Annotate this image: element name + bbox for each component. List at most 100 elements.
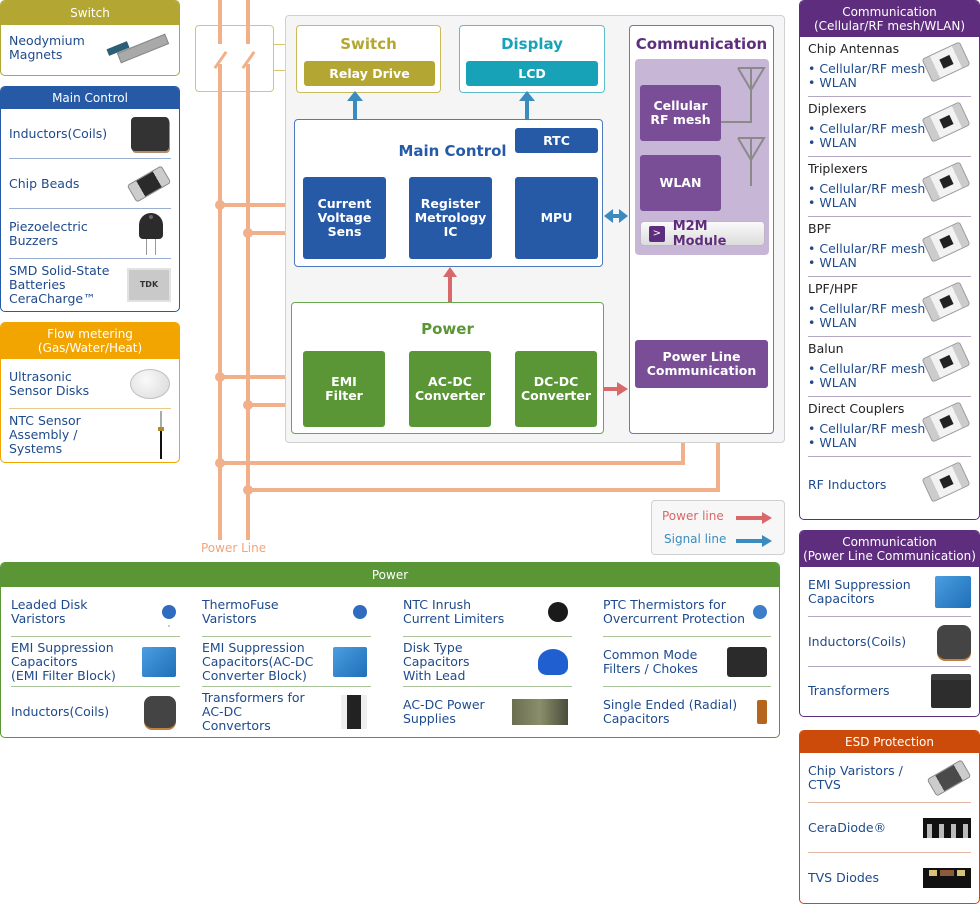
list-item-ultrasonic-sensor-disks[interactable]: Ultrasonic Sensor Disks (9, 359, 171, 409)
power-box-title: Power (421, 320, 474, 338)
power-line-communication-block[interactable]: Power Line Communication (635, 340, 768, 388)
list-item-neodymium-magnets[interactable]: Neodymium Magnets (9, 25, 171, 71)
list-item-power-product[interactable]: AC-DC Power Supplies (403, 687, 572, 737)
comm-rf-panel-title: Communication (Cellular/RF mesh/WLAN) (800, 1, 979, 37)
item-sub-label[interactable]: Cellular/RF mesh (808, 182, 971, 196)
current-voltage-sens-block[interactable]: Current Voltage Sens (303, 177, 386, 259)
list-item-emi-capacitors[interactable]: EMI Suppression Capacitors (808, 567, 971, 617)
power-line-label: Power Line (201, 541, 267, 555)
item-label: Chip Varistors / CTVS (808, 762, 903, 792)
list-item-ntc-sensor-assembly[interactable]: NTC Sensor Assembly / Systems (9, 409, 171, 461)
rf-chip-marking (939, 474, 954, 489)
item-sub-label[interactable]: Cellular/RF mesh (808, 362, 971, 376)
list-item-tvs-diodes[interactable]: TVS Diodes (808, 853, 971, 903)
item-sub-label[interactable]: WLAN (808, 256, 971, 270)
item-label: Diplexers (808, 101, 867, 116)
item-label: Neodymium Magnets (9, 33, 85, 62)
list-item-power-product[interactable]: Common Mode Filters / Chokes (603, 637, 771, 687)
legend-power-line-label: Power line (662, 509, 724, 523)
comm-plc-panel-title: Communication (Power Line Communication) (800, 531, 979, 567)
buzzer-icon (131, 211, 171, 257)
comm-rf-list: Chip AntennasCellular/RF meshWLANDiplexe… (800, 37, 979, 517)
list-item-inductors[interactable]: Inductors(Coils) (9, 109, 171, 159)
item-label: EMI Suppression Capacitors(AC-DC Convert… (202, 639, 314, 683)
item-sub-label[interactable]: WLAN (808, 436, 971, 450)
list-item-power-product[interactable]: EMI Suppression Capacitors (EMI Filter B… (11, 637, 180, 687)
list-item-chip-beads[interactable]: Chip Beads (9, 159, 172, 209)
legend-power-line-arrow-icon (736, 512, 772, 524)
list-item-inductors-plc[interactable]: Inductors(Coils) (808, 617, 971, 667)
item-label: Transformers (808, 683, 890, 698)
item-sub-label[interactable]: Cellular/RF mesh (808, 122, 971, 136)
list-item-power-product[interactable]: Leaded Disk Varistors (11, 587, 180, 637)
rtc-block[interactable]: RTC (515, 128, 598, 153)
item-label: Transformers for AC-DC Convertors (202, 690, 305, 733)
item-sub-label[interactable]: Cellular/RF mesh (808, 62, 971, 76)
list-item-power-product[interactable]: EMI Suppression Capacitors(AC-DC Convert… (202, 637, 371, 687)
list-item-transformers[interactable]: Transformers (808, 667, 971, 715)
lcd-block[interactable]: LCD (466, 61, 598, 86)
item-sub-label[interactable]: WLAN (808, 376, 971, 390)
mpu-block[interactable]: MPU (515, 177, 598, 259)
power-product-grid: Leaded Disk Varistors ThermoFuse Varistor… (1, 587, 779, 737)
item-sub-label[interactable]: Cellular/RF mesh (808, 302, 971, 316)
item-label: Triplexers (808, 161, 868, 176)
item-sub-label[interactable]: Cellular/RF mesh (808, 242, 971, 256)
list-item-chip-varistors[interactable]: Chip Varistors / CTVS (808, 753, 972, 803)
ceradiode-icon (923, 817, 971, 838)
item-label: NTC Sensor Assembly / Systems (9, 413, 81, 456)
magnet-icon (105, 33, 171, 64)
relay-drive-block[interactable]: Relay Drive (304, 61, 435, 86)
power-tap (220, 375, 304, 379)
item-label: TVS Diodes (808, 870, 879, 885)
legend-signal-line-label: Signal line (664, 532, 727, 546)
comm-plc-panel: Communication (Power Line Communication)… (799, 530, 980, 717)
list-item-power-product[interactable]: Single Ended (Radial) Capacitors (603, 687, 771, 737)
legend: Power line Signal line (651, 500, 785, 555)
item-label: CeraDiode® (808, 819, 887, 835)
list-item-power-product[interactable]: Inductors(Coils) (11, 687, 180, 737)
list-item-power-product[interactable]: PTC Thermistors for Overcurrent Protecti… (603, 587, 771, 637)
item-label: Piezoelectric Buzzers (9, 218, 88, 248)
list-item-power-product[interactable]: ThermoFuse Varistors (202, 587, 371, 637)
comm-rf-panel: Communication (Cellular/RF mesh/WLAN) Ch… (799, 0, 980, 520)
list-item-ceracharge[interactable]: SMD Solid-State Batteries CeraCharge™ TD… (9, 259, 171, 311)
metrology-ic-block[interactable]: Register Metrology IC (409, 177, 492, 259)
wlan-block[interactable]: WLAN (640, 155, 721, 211)
inductor-icon (129, 113, 171, 155)
mains-switch (195, 25, 274, 92)
emi-filter-block[interactable]: EMI Filter (303, 351, 385, 427)
switch-panel: Switch Neodymium Magnets (0, 0, 180, 76)
esd-panel-title: ESD Protection (800, 731, 979, 753)
list-item-rf-component[interactable]: RF Inductors (808, 457, 971, 517)
list-item-ceradiode[interactable]: CeraDiode® (808, 803, 971, 853)
list-item-piezo-buzzers[interactable]: Piezoelectric Buzzers (9, 209, 171, 259)
ac-dc-converter-block[interactable]: AC-DC Converter (409, 351, 491, 427)
m2m-module-label: M2M Module (672, 218, 727, 249)
m2m-module-button[interactable]: > M2M Module (640, 218, 765, 249)
item-sub-label[interactable]: WLAN (808, 196, 971, 210)
item-sub-label[interactable]: Cellular/RF mesh (808, 422, 971, 436)
list-item-power-product[interactable]: Transformers for AC-DC Convertors (202, 687, 371, 737)
dc-dc-converter-block[interactable]: DC-DC Converter (515, 351, 597, 427)
item-sub-label[interactable]: WLAN (808, 316, 971, 330)
junction-dot (215, 372, 225, 382)
item-sub-label[interactable]: WLAN (808, 136, 971, 150)
cellular-rf-mesh-block[interactable]: Cellular RF mesh (640, 85, 721, 141)
common-mode-choke-icon (727, 646, 767, 677)
item-sub-label[interactable]: WLAN (808, 76, 971, 90)
rf-chip-marking (939, 294, 954, 309)
display-box-title: Display (501, 35, 563, 53)
list-item-power-product[interactable]: Disk Type Capacitors With Lead (403, 637, 572, 687)
main-control-panel: Main Control Inductors(Coils) Chip Beads… (0, 86, 180, 312)
list-item-power-product[interactable]: NTC Inrush Current Limiters (403, 587, 572, 637)
item-label: Chip Antennas (808, 41, 900, 56)
item-label: Balun (808, 341, 844, 356)
